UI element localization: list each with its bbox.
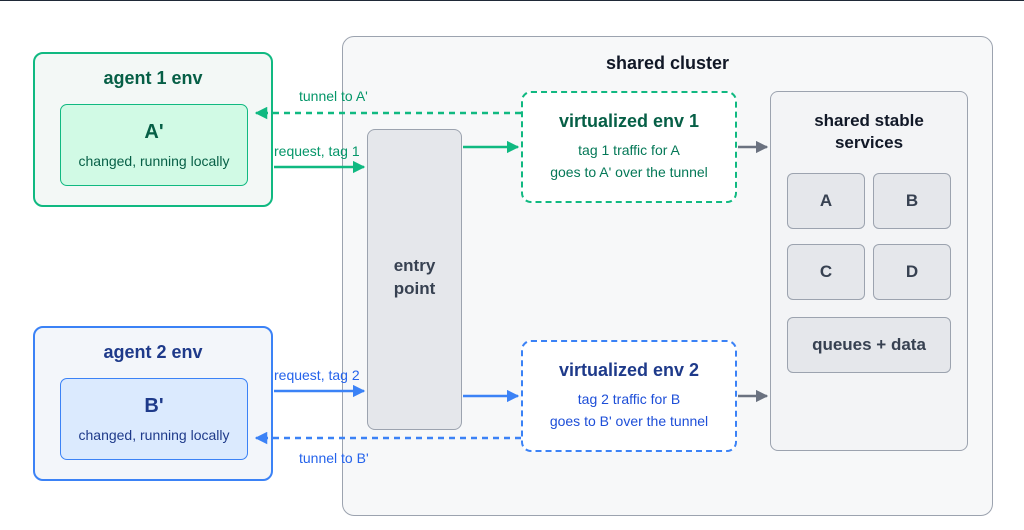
agent-1-env: agent 1 env A' changed, running locally <box>33 52 273 207</box>
agent-2-service: B' changed, running locally <box>60 378 248 460</box>
agent-1-service-name: A' <box>144 121 164 143</box>
services-title-line2: services <box>834 133 904 152</box>
agent-1-service: A' changed, running locally <box>60 104 248 186</box>
entry-point: entry point <box>367 129 462 430</box>
virtualized-env-2: virtualized env 2 tag 2 traffic for B go… <box>521 340 737 452</box>
queues-data: queues + data <box>787 317 951 373</box>
agent-1-title: agent 1 env <box>103 68 203 88</box>
label-tunnel-a: tunnel to A' <box>299 88 368 104</box>
label-request-tag-1: request, tag 1 <box>274 143 360 159</box>
venv-1-line-1: tag 1 traffic for A <box>578 142 680 158</box>
services-title: shared stable services <box>771 110 967 154</box>
venv-2-line-2: goes to B' over the tunnel <box>549 413 709 429</box>
agent-1-service-status: changed, running locally <box>78 153 230 169</box>
services-title-line1: shared stable <box>814 111 924 130</box>
virtualized-env-1: virtualized env 1 tag 1 traffic for A go… <box>521 91 737 203</box>
cluster-title: shared cluster <box>605 53 730 73</box>
agent-2-env: agent 2 env B' changed, running locally <box>33 326 273 481</box>
service-d: D <box>873 244 951 300</box>
venv-1-line-2: goes to A' over the tunnel <box>550 164 708 180</box>
agent-2-service-status: changed, running locally <box>78 427 230 443</box>
agent-2-service-name: B' <box>144 395 164 417</box>
service-b: B <box>873 173 951 229</box>
entry-point-label-line2: point <box>393 279 436 298</box>
label-tunnel-b: tunnel to B' <box>299 450 369 466</box>
entry-point-label: entry point <box>368 254 461 300</box>
entry-point-label-line1: entry <box>393 256 436 275</box>
top-border <box>0 0 1024 1</box>
agent-2-title: agent 2 env <box>103 342 203 362</box>
service-a: A <box>787 173 865 229</box>
venv-1-title: virtualized env 1 <box>558 111 700 131</box>
venv-2-title: virtualized env 2 <box>558 360 700 380</box>
label-request-tag-2: request, tag 2 <box>274 367 360 383</box>
venv-2-line-1: tag 2 traffic for B <box>577 391 681 407</box>
shared-stable-services: shared stable services A B C D queues + … <box>770 91 968 451</box>
service-c: C <box>787 244 865 300</box>
